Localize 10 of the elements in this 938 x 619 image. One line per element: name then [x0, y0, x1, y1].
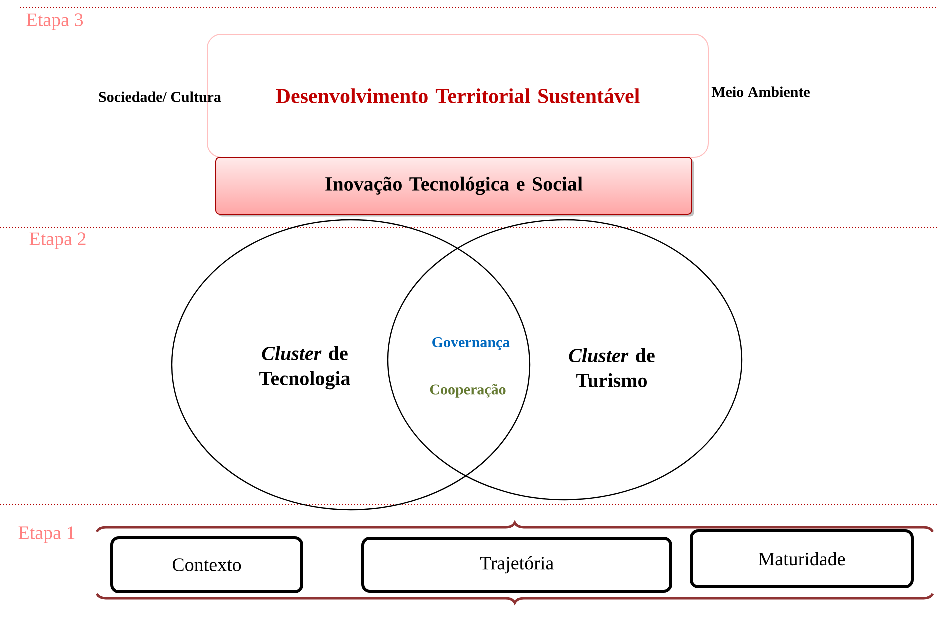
- overlap-label: Governança: [432, 337, 510, 350]
- stage-label: Etapa 1: [18, 526, 75, 544]
- innovation-box: Inovação Tecnológica e Social: [216, 157, 694, 217]
- stage-box: Maturidade: [690, 530, 914, 588]
- side-label: Sociedade/ Cultura: [99, 92, 222, 102]
- stage-box: Contexto: [110, 536, 304, 594]
- stage-label: Etapa 3: [26, 14, 84, 30]
- overlap-label: Cooperação: [430, 384, 506, 398]
- stage-label: Etapa 2: [30, 232, 86, 250]
- stage-box: Trajetória: [362, 536, 672, 593]
